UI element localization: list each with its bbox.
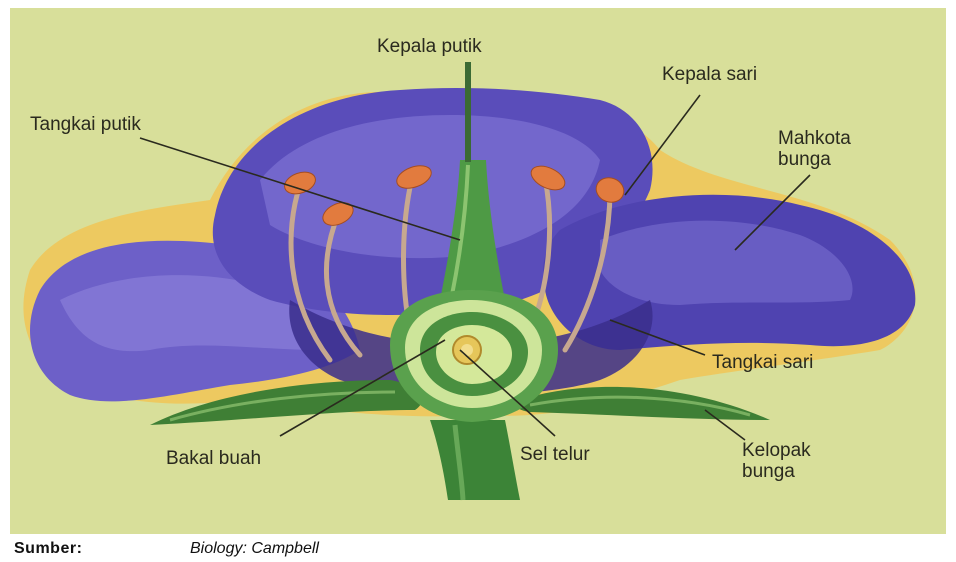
source-reference: Biology: Campbell: [190, 540, 319, 558]
label-bakal-buah: Bakal buah: [166, 448, 261, 469]
label-mahkota-bunga: Mahkota bunga: [778, 128, 851, 170]
source-caption: Sumber:: [14, 540, 82, 558]
pistil-stigma: [465, 62, 471, 162]
stem: [430, 420, 520, 500]
label-kepala-putik: Kepala putik: [377, 36, 482, 57]
label-kelopak-bunga: Kelopak bunga: [742, 440, 811, 482]
label-sel-telur: Sel telur: [520, 444, 590, 465]
label-tangkai-putik: Tangkai putik: [30, 114, 141, 135]
sepal-right: [516, 387, 770, 420]
label-kepala-sari: Kepala sari: [662, 64, 757, 85]
label-tangkai-sari: Tangkai sari: [712, 352, 813, 373]
